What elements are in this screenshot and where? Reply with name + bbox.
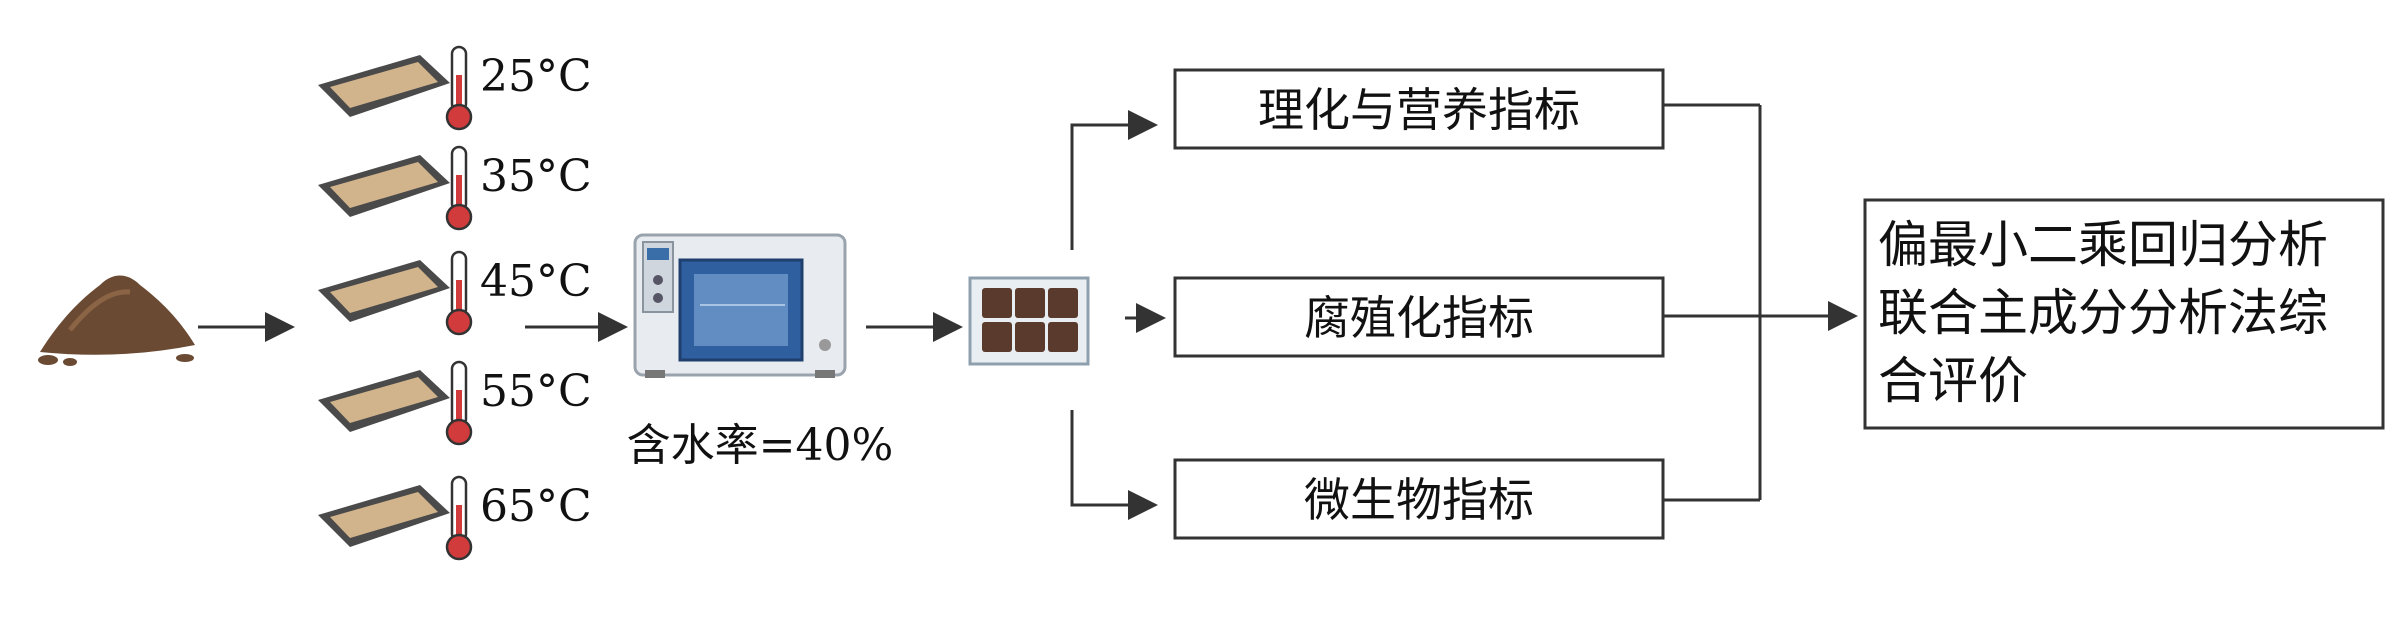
thermometer-icon bbox=[445, 475, 473, 561]
tray-row: 35°C bbox=[318, 145, 592, 231]
indicator-box-microbial: 微生物指标 bbox=[1173, 458, 1665, 540]
analysis-line-2: 联合主成分分析法综 bbox=[1878, 284, 2328, 342]
temperature-label: 35°C bbox=[480, 151, 592, 202]
temperature-label: 25°C bbox=[480, 51, 592, 102]
oven-icon bbox=[633, 233, 847, 378]
tray-row: 55°C bbox=[318, 360, 592, 446]
tray-icon bbox=[318, 260, 450, 322]
thermometer-icon bbox=[445, 360, 473, 446]
branch-connector bbox=[1070, 110, 1166, 520]
soil-pile-icon bbox=[38, 275, 195, 366]
indicator-label-humification: 腐殖化指标 bbox=[1304, 291, 1534, 345]
tray-icon bbox=[318, 155, 450, 217]
analysis-line-1: 偏最小二乘回归分析 bbox=[1878, 216, 2328, 274]
merge-connector bbox=[1663, 103, 1858, 502]
indicator-box-physchem: 理化与营养指标 bbox=[1173, 68, 1665, 150]
temperature-label: 55°C bbox=[480, 366, 592, 417]
tray-icon bbox=[318, 370, 450, 432]
temperature-label: 65°C bbox=[480, 481, 592, 532]
tray-icon bbox=[318, 485, 450, 547]
tray-column: 25°C 35°C 45°C 55°C 65°C bbox=[318, 45, 592, 561]
tray-row: 45°C bbox=[318, 250, 592, 336]
tray-row: 25°C bbox=[318, 45, 592, 131]
temperature-label: 45°C bbox=[480, 256, 592, 307]
analysis-line-3: 合评价 bbox=[1878, 352, 2028, 410]
indicator-label-physchem: 理化与营养指标 bbox=[1258, 83, 1580, 137]
tray-row: 65°C bbox=[318, 475, 592, 561]
moisture-label: 含水率=40% bbox=[627, 420, 894, 471]
analysis-box: 偏最小二乘回归分析 联合主成分分析法综 合评价 bbox=[1863, 198, 2385, 430]
sample-plate-icon bbox=[968, 276, 1090, 366]
thermometer-icon bbox=[445, 45, 473, 131]
indicator-box-humification: 腐殖化指标 bbox=[1173, 276, 1665, 358]
tray-icon bbox=[318, 55, 450, 117]
thermometer-icon bbox=[445, 145, 473, 231]
indicator-label-microbial: 微生物指标 bbox=[1304, 473, 1534, 527]
thermometer-icon bbox=[445, 250, 473, 336]
